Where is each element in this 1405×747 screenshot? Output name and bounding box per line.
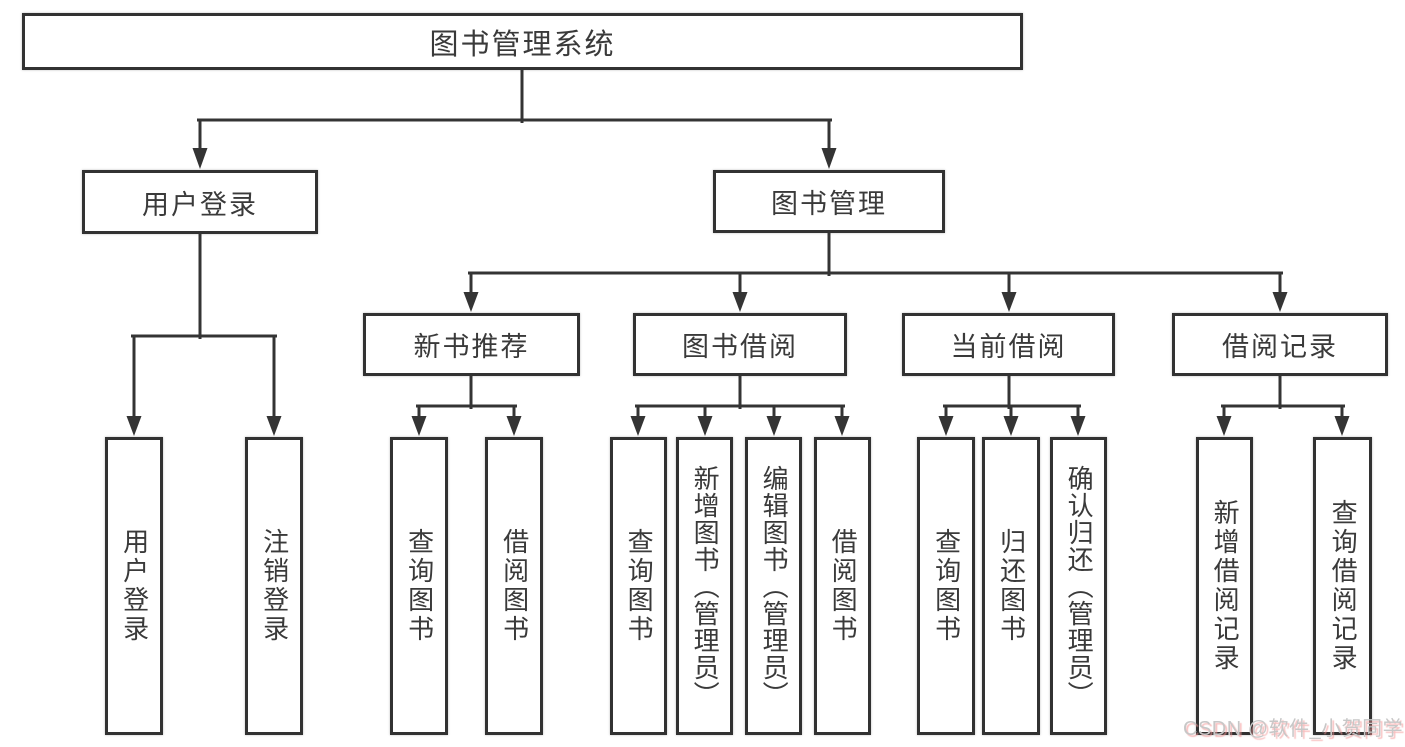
arrowhead-icon — [266, 416, 282, 436]
connector-root-children — [192, 68, 837, 169]
leaf-borrow-books-borrowing: 借阅图书 — [814, 437, 871, 735]
arrowhead-icon — [411, 416, 427, 436]
arrowhead-icon — [834, 416, 850, 436]
node-user-login-label: 用户登录 — [142, 189, 258, 220]
arrowhead-icon — [821, 148, 837, 169]
leaf-return-books-label: 归还图书 — [996, 528, 1027, 644]
node-book-management: 图书管理 — [713, 170, 945, 233]
node-book-management-label: 图书管理 — [771, 189, 887, 219]
leaf-add-borrow-record: 新增借阅记录 — [1196, 437, 1253, 735]
connector-new-book-recommend-children — [411, 374, 522, 436]
leaf-borrow-books-recommend-label: 借阅图书 — [499, 528, 530, 644]
leaf-user-login: 用户登录 — [105, 437, 163, 735]
leaf-search-books-recommend: 查询图书 — [390, 437, 448, 735]
arrowhead-icon — [192, 148, 208, 169]
arrowhead-icon — [1003, 416, 1019, 436]
leaf-add-books-admin: 新增图书（管理员） — [676, 437, 733, 735]
leaf-add-borrow-record-label: 新增借阅记录 — [1210, 499, 1241, 673]
node-root: 图书管理系统 — [22, 13, 1023, 70]
arrowhead-icon — [1272, 292, 1288, 312]
arrowhead-icon — [697, 416, 713, 436]
arrowhead-icon — [126, 416, 142, 436]
node-current-borrowing-label: 当前借阅 — [950, 332, 1067, 362]
node-user-login: 用户登录 — [82, 170, 318, 234]
leaf-search-books-borrowing-label: 查询图书 — [624, 528, 655, 644]
csdn-watermark: CSDN @软件_小贺同学 — [1183, 718, 1404, 740]
leaf-add-books-admin-label: 新增图书（管理员） — [690, 464, 721, 708]
leaf-search-books-borrowing: 查询图书 — [610, 437, 667, 735]
connector-borrowing-records-children — [1216, 374, 1350, 436]
leaf-edit-books-admin: 编辑图书（管理员） — [745, 437, 802, 735]
node-book-borrowing-label: 图书借阅 — [682, 332, 798, 362]
leaf-borrow-books-recommend: 借阅图书 — [485, 437, 543, 735]
leaf-borrow-books-borrowing-label: 借阅图书 — [828, 528, 859, 644]
leaf-confirm-return-admin: 确认归还（管理员） — [1050, 437, 1107, 735]
arrowhead-icon — [1334, 416, 1350, 436]
leaf-logout-label: 注销登录 — [259, 528, 290, 644]
node-book-borrowing: 图书借阅 — [633, 313, 847, 376]
leaf-confirm-return-admin-label: 确认归还（管理员） — [1064, 464, 1095, 708]
arrowhead-icon — [630, 416, 646, 436]
connector-book-management-children — [463, 231, 1288, 312]
leaf-user-login-label: 用户登录 — [119, 528, 150, 644]
leaf-return-books: 归还图书 — [982, 437, 1040, 735]
arrowhead-icon — [766, 416, 782, 436]
leaf-search-borrow-record-label: 查询借阅记录 — [1328, 499, 1359, 673]
connector-user-login-children — [126, 232, 282, 436]
node-root-label: 图书管理系统 — [429, 28, 616, 61]
node-borrowing-records-label: 借阅记录 — [1222, 332, 1338, 362]
node-new-book-recommend-label: 新书推荐 — [413, 332, 530, 362]
leaf-logout: 注销登录 — [245, 437, 303, 735]
arrowhead-icon — [938, 416, 954, 436]
leaf-search-borrow-record: 查询借阅记录 — [1313, 437, 1372, 735]
node-new-book-recommend: 新书推荐 — [363, 313, 580, 376]
leaf-edit-books-admin-label: 编辑图书（管理员） — [759, 464, 790, 708]
connector-current-borrowing-children — [938, 374, 1086, 436]
arrowhead-icon — [463, 292, 479, 312]
node-borrowing-records: 借阅记录 — [1172, 313, 1388, 376]
leaf-search-books-current-label: 查询图书 — [931, 528, 962, 644]
arrowhead-icon — [732, 292, 748, 312]
arrowhead-icon — [1216, 416, 1232, 436]
node-current-borrowing: 当前借阅 — [902, 313, 1115, 376]
leaf-search-books-current: 查询图书 — [917, 437, 975, 735]
arrowhead-icon — [506, 416, 522, 436]
connector-book-borrowing-children — [630, 374, 850, 436]
arrowhead-icon — [1001, 292, 1017, 312]
leaf-search-books-recommend-label: 查询图书 — [404, 528, 435, 644]
arrowhead-icon — [1070, 416, 1086, 436]
